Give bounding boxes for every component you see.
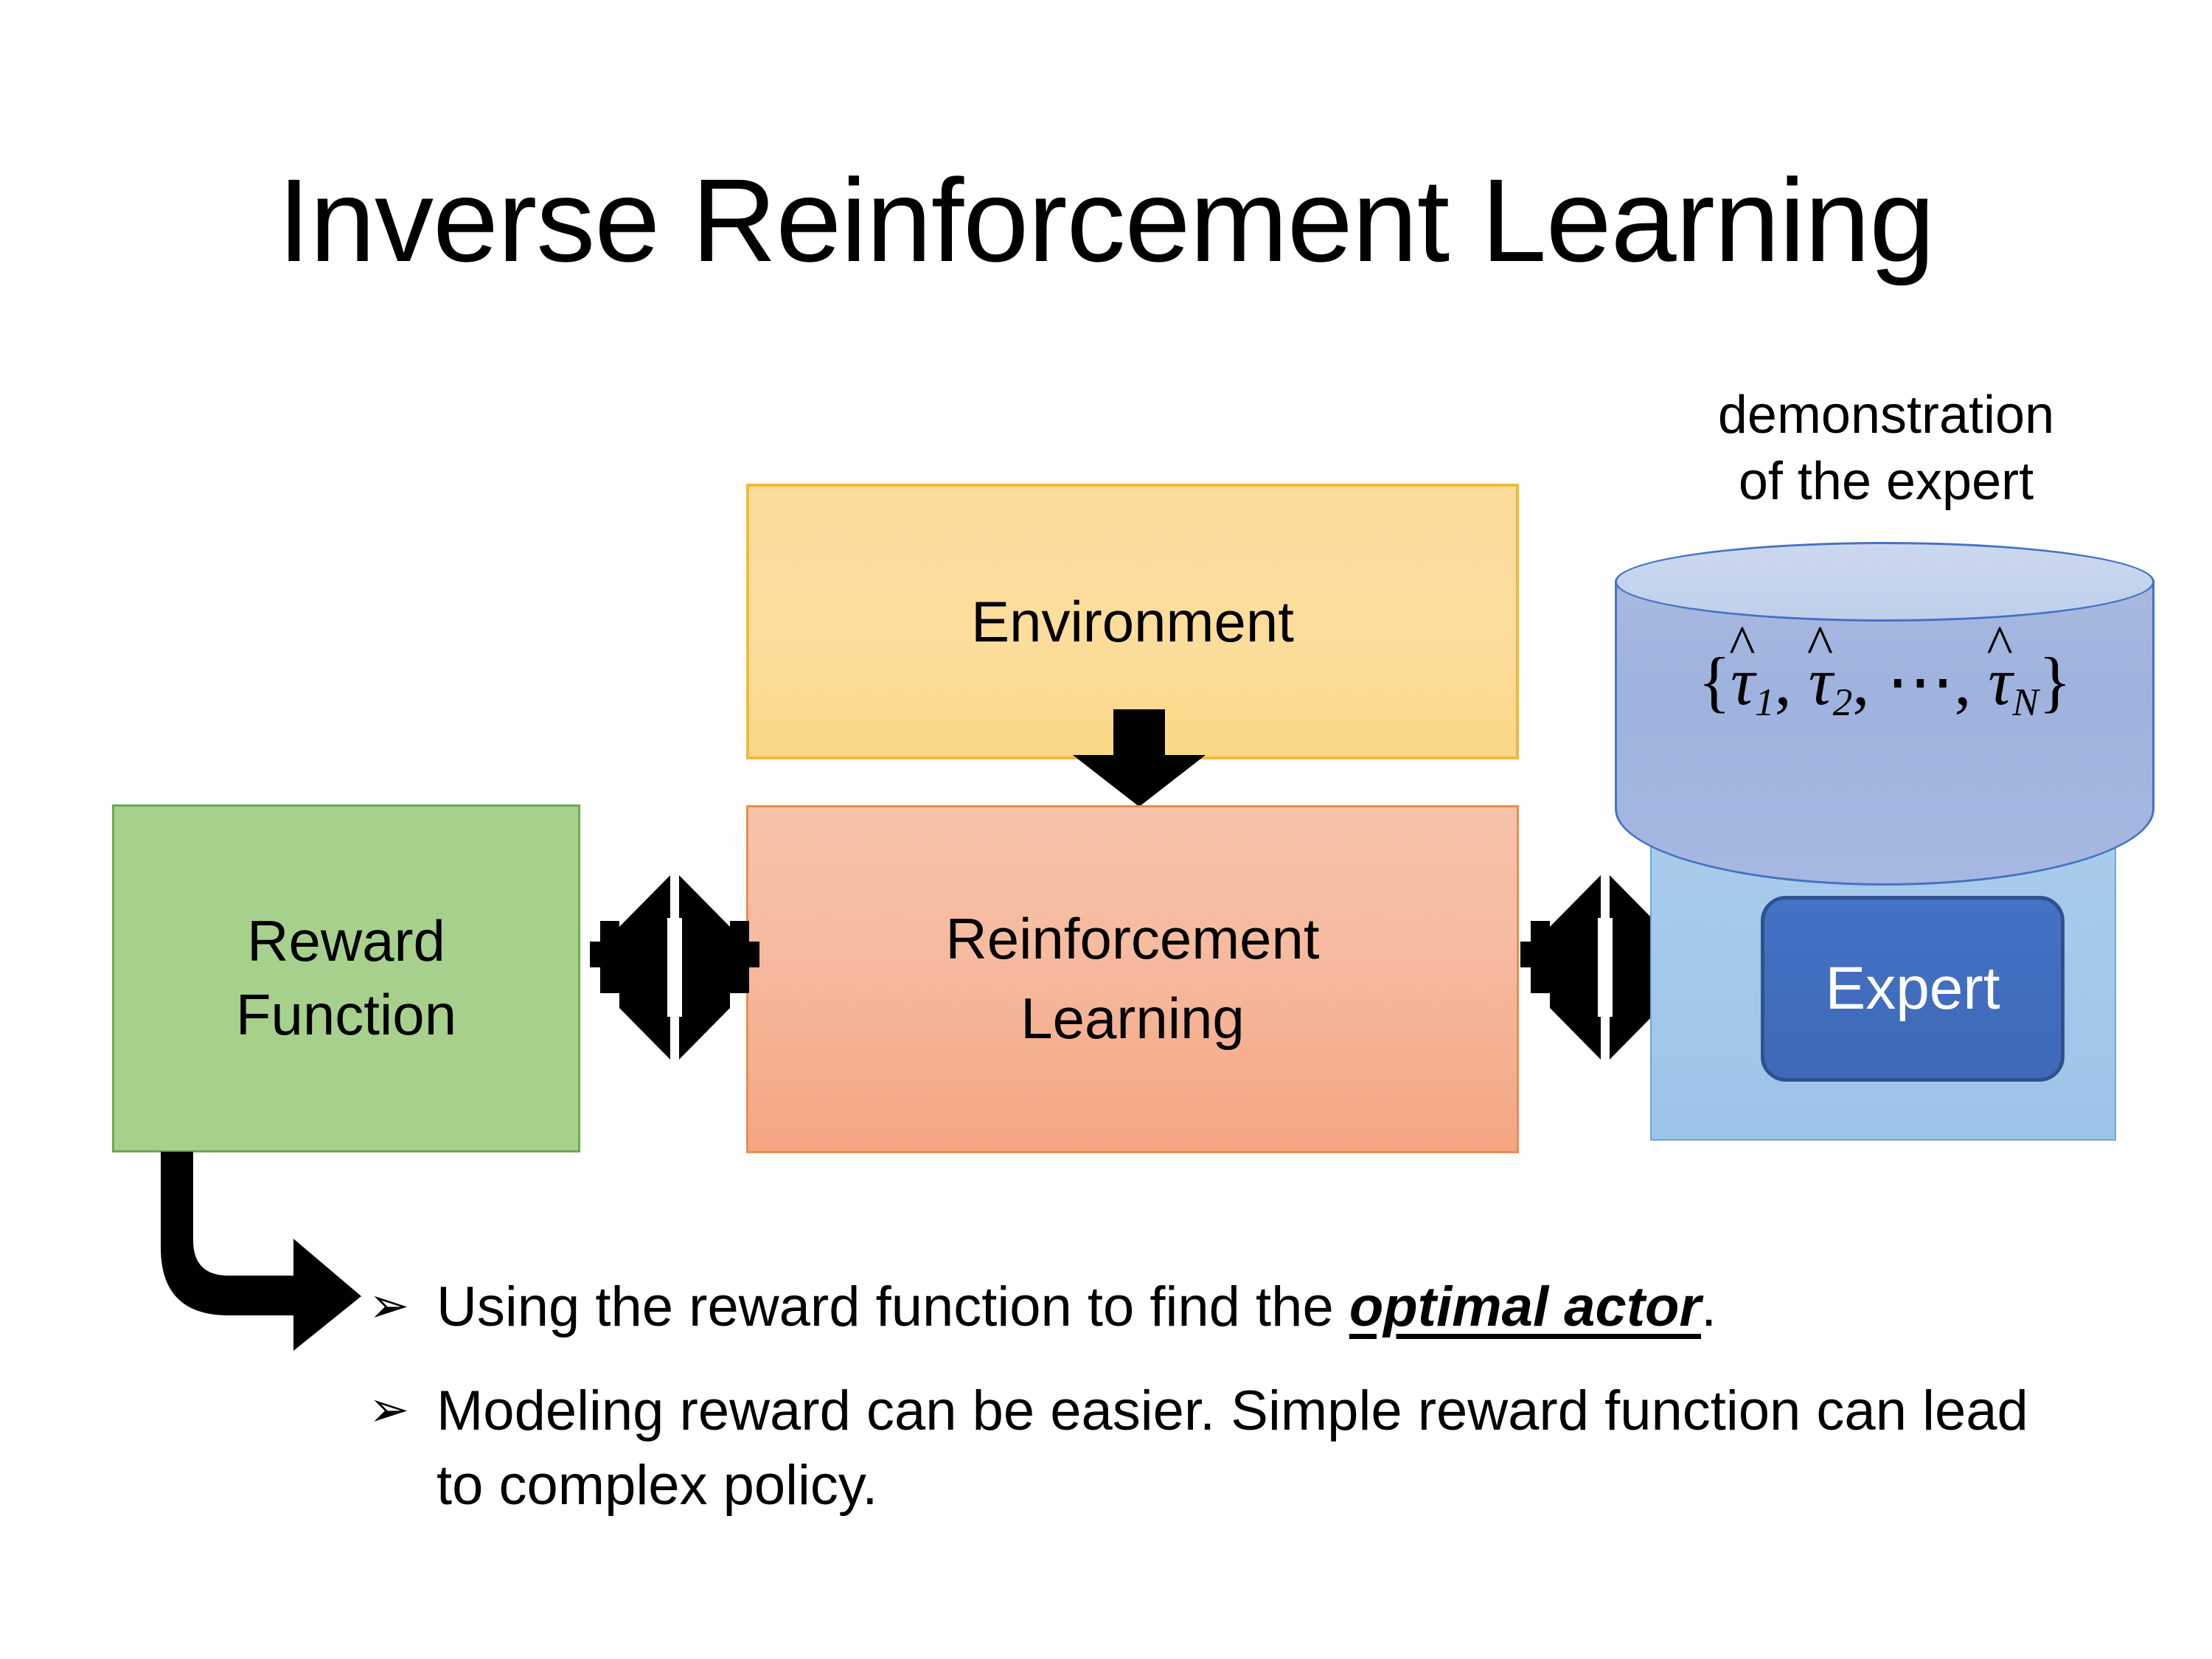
bullet-text-before: Using the reward function to find the (437, 1276, 1349, 1338)
quad-arrow-icon-left (590, 875, 759, 1060)
demonstration-caption: demonstration of the expert (1628, 382, 2144, 515)
bullet-marker-icon: ➢ (369, 1278, 410, 1332)
list-item: ➢ Modeling reward can be easier. Simple r… (369, 1374, 2065, 1523)
expert-label: Expert (1825, 955, 2000, 1022)
trajectory-set-formula: {^τ1, ^τ2, ⋯, ^τN} (1697, 615, 2072, 724)
cylinder-top-ellipse (1615, 542, 2154, 622)
page-title: Inverse Reinforcement Learning (277, 154, 1935, 286)
bullet-text-after: . (1701, 1276, 1717, 1338)
bullet-list: ➢ Using the reward function to find the o… (369, 1270, 2065, 1552)
reward-function-box: Reward Function (112, 804, 580, 1152)
demonstration-cylinder: {^τ1, ^τ2, ⋯, ^τN} (1615, 542, 2154, 886)
reinforcement-learning-label-line1: Reinforcement (945, 906, 1320, 972)
reward-function-label-line2: Function (235, 982, 457, 1047)
reward-function-label-line1: Reward (247, 908, 445, 974)
bullet-emphasis: optimal actor (1349, 1276, 1702, 1338)
bullet-marker-icon: ➢ (369, 1382, 410, 1437)
list-item: ➢ Using the reward function to find the o… (369, 1270, 2065, 1344)
reinforcement-learning-box: Reinforcement Learning (746, 805, 1519, 1153)
demonstration-caption-line2: of the expert (1738, 452, 2034, 511)
expert-box: Expert (1761, 896, 2065, 1082)
bullet-text-before: Modeling reward can be easier. Simple re… (437, 1380, 2028, 1517)
elbow-arrow-icon (155, 1152, 391, 1351)
down-arrow-icon (1073, 709, 1206, 807)
demonstration-caption-line1: demonstration (1717, 386, 2055, 445)
reinforcement-learning-label-line2: Learning (1020, 986, 1245, 1051)
environment-label: Environment (971, 589, 1294, 654)
